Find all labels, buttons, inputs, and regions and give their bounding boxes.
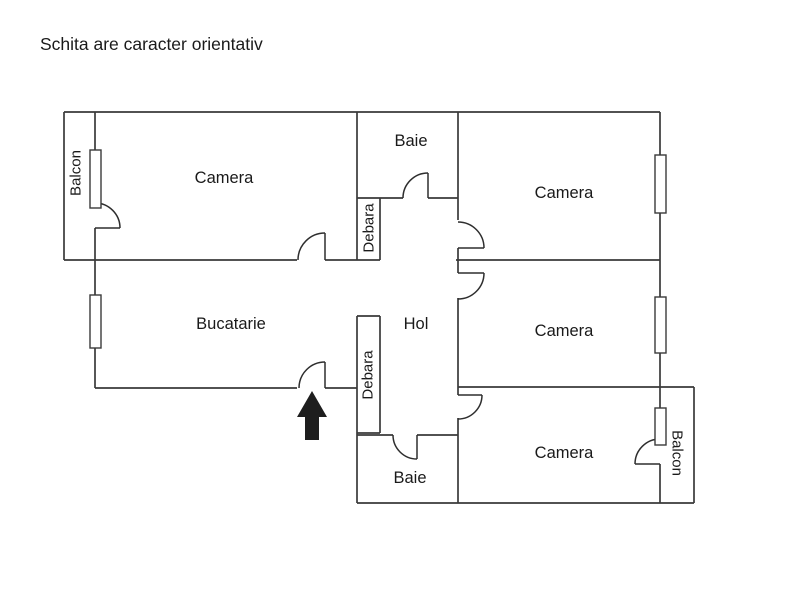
room-label-bucatarie: Bucatarie	[196, 315, 266, 333]
room-label-baie-bottom: Baie	[393, 469, 426, 487]
door-leaves	[95, 173, 660, 465]
room-label-balcon-top-left: Balcon	[68, 150, 85, 196]
window-bucatarie	[89, 294, 102, 349]
window-camera-top-right	[654, 154, 667, 214]
room-label-camera-bottom-right: Camera	[535, 444, 595, 462]
room-label-camera-middle-right: Camera	[535, 322, 595, 340]
window-balcon-top-left	[89, 149, 102, 209]
entrance-arrow-icon	[297, 391, 327, 440]
room-label-debara-bottom: Debara	[360, 350, 377, 400]
room-label-balcon-bottom-right: Balcon	[669, 430, 686, 476]
plan-title: Schita are caracter orientativ	[40, 34, 263, 54]
room-label-camera-top-right: Camera	[535, 184, 595, 202]
room-label-hol: Hol	[404, 315, 429, 333]
room-label-camera-top-left: Camera	[195, 169, 255, 187]
window-camera-bottom-right	[654, 407, 667, 446]
door-arcs	[94, 172, 661, 465]
room-label-debara-top: Debara	[361, 203, 378, 253]
windows	[89, 149, 667, 446]
room-label-baie-top: Baie	[394, 132, 427, 150]
walls	[63, 111, 695, 504]
window-camera-middle-right	[654, 296, 667, 354]
